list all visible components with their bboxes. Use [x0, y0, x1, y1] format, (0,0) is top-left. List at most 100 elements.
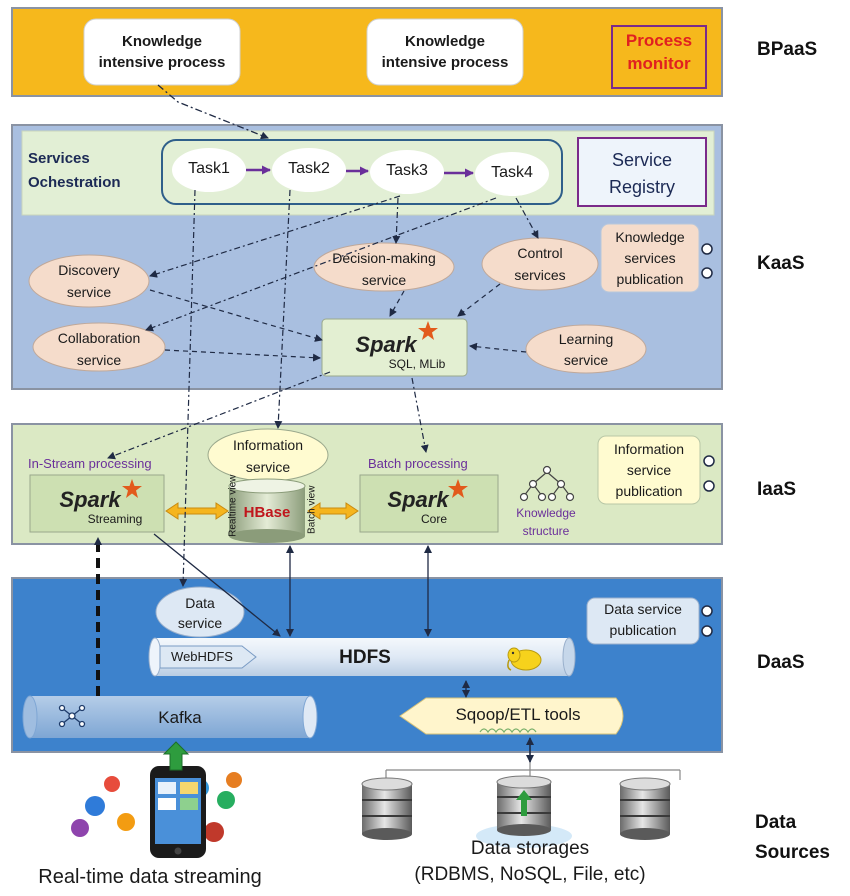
kaas-label: KaaS: [757, 253, 805, 274]
batch-view-label: Batch view: [306, 485, 318, 534]
spark-sql-sub: SQL, MLib: [388, 357, 446, 371]
spark-streaming-box[interactable]: [29, 474, 165, 533]
decision-to-spark-connector: [389, 290, 405, 317]
decision-line1: Decision-making: [332, 250, 436, 266]
discovery-service-node[interactable]: [28, 254, 150, 308]
spark-core-sub: Core: [420, 512, 447, 526]
discovery-to-spark-connector: [149, 289, 323, 342]
hbase-core-arrow: [307, 502, 359, 520]
task4-label: Task4: [491, 164, 533, 181]
task4-node[interactable]: [475, 152, 549, 196]
data-sources-label-1: Data: [755, 812, 797, 833]
decision-line2: service: [361, 272, 407, 288]
task1-label: Task1: [188, 160, 230, 177]
service-registry-line1: Service: [611, 150, 673, 170]
control-line2: services: [514, 267, 566, 283]
data-storages-line2: (RDBMS, NoSQL, File, etc): [414, 864, 646, 885]
ksp-port-1: [701, 243, 713, 255]
process-monitor-line1: Process: [625, 31, 693, 50]
kip1-line1: Knowledge: [121, 33, 202, 50]
task3-to-decision-connector: [392, 197, 401, 244]
spark-streaming-to-hdfs-connector: [153, 533, 281, 637]
knowledge-structure-icon: [519, 465, 575, 502]
kafka-label: Kafka: [158, 708, 202, 727]
info-service-line2: service: [245, 459, 291, 475]
data-sources-label-2: Sources: [755, 842, 830, 863]
task2-label: Task2: [288, 160, 330, 177]
dsp-line1: Data service: [604, 601, 682, 617]
bpaas-label: BPaaS: [757, 39, 818, 60]
tasks-container: [161, 139, 563, 205]
kip1-line2: intensive process: [98, 54, 226, 71]
collab-to-spark-connector: [164, 349, 321, 362]
daas-label: DaaS: [757, 652, 805, 673]
realtime-view-label: Realtime view: [227, 474, 239, 537]
kafka-cylinder[interactable]: [22, 695, 318, 739]
hdfs-label: HDFS: [339, 647, 391, 668]
webhdfs-label: WebHDFS: [171, 649, 233, 664]
hbase-cylinder[interactable]: [228, 478, 306, 543]
database-icon-center: [476, 775, 572, 848]
kip-to-tasks-connector: [157, 84, 269, 140]
webhdfs-tag[interactable]: [159, 645, 257, 669]
task1-node[interactable]: [172, 148, 246, 192]
discovery-line1: Discovery: [58, 262, 120, 278]
spark-streaming-star-icon: [122, 479, 142, 498]
collab-line2: service: [76, 352, 122, 368]
kip-box-2[interactable]: [366, 18, 524, 86]
orchestration-line1: Services: [28, 150, 90, 167]
dsp-port-2: [701, 625, 713, 637]
process-monitor-line2: monitor: [627, 54, 691, 73]
spark-sql-wordmark: Spark: [355, 332, 417, 357]
learning-line2: service: [563, 352, 609, 368]
data-storages-line1: Data storages: [470, 838, 590, 859]
database-icon-left: [361, 777, 413, 840]
sqoop-label: Sqoop/ETL tools: [455, 705, 581, 724]
phone-to-kafka-arrow: [162, 741, 190, 771]
kip2-line2: intensive process: [381, 54, 509, 71]
spark-to-instream-connector: [107, 371, 331, 460]
isp-line2: service: [626, 462, 672, 478]
knowledge-services-publication-box[interactable]: [600, 223, 700, 293]
data-service-line1: Data: [185, 595, 215, 611]
control-line1: Control: [517, 245, 563, 261]
stream-hbase-arrow: [165, 502, 229, 520]
database-icon-right: [619, 777, 671, 840]
process-monitor-box[interactable]: [611, 25, 707, 89]
collab-line1: Collaboration: [57, 330, 141, 346]
task3-node[interactable]: [370, 150, 444, 194]
service-registry-box[interactable]: [577, 137, 707, 207]
service-registry-line2: Registry: [608, 177, 675, 197]
ksp-line1: Knowledge: [615, 229, 685, 245]
task3-label: Task3: [386, 162, 428, 179]
orchestration-line2: Ochestration: [28, 174, 121, 191]
spark-streaming-sub: Streaming: [87, 512, 143, 526]
discovery-line2: service: [66, 284, 112, 300]
task1-to-data-service-connector: [179, 189, 196, 587]
decision-making-service-node[interactable]: [313, 242, 455, 292]
ksp-line3: publication: [616, 271, 684, 287]
isp-line3: publication: [615, 483, 683, 499]
kip-box-1[interactable]: [83, 18, 241, 86]
learning-service-node[interactable]: [525, 324, 647, 374]
iaas-label: IaaS: [757, 479, 797, 500]
collaboration-service-node[interactable]: [32, 322, 166, 372]
sqoop-etl-tools-shape[interactable]: [399, 697, 624, 735]
spark-core-box[interactable]: [359, 474, 499, 533]
task2-node[interactable]: [272, 148, 346, 192]
isp-port-1: [703, 455, 715, 467]
batch-processing-label: Batch processing: [368, 456, 468, 471]
data-service-node[interactable]: [155, 586, 245, 638]
hbase-label: HBase: [243, 504, 291, 521]
kip2-line1: Knowledge: [404, 33, 485, 50]
information-service-publication-box[interactable]: [597, 435, 701, 505]
task2-to-info-service-connector: [274, 189, 291, 429]
spark-to-batch-connector: [411, 377, 429, 453]
kafka-node-icon: [58, 704, 86, 728]
control-services-node[interactable]: [481, 237, 599, 291]
data-service-publication-box[interactable]: [586, 597, 700, 645]
spark-core-wordmark: Spark: [387, 487, 449, 512]
knowledge-structure-line2: structure: [522, 524, 570, 538]
realtime-streaming-label: Real-time data streaming: [38, 866, 262, 888]
instream-label: In-Stream processing: [28, 456, 152, 471]
